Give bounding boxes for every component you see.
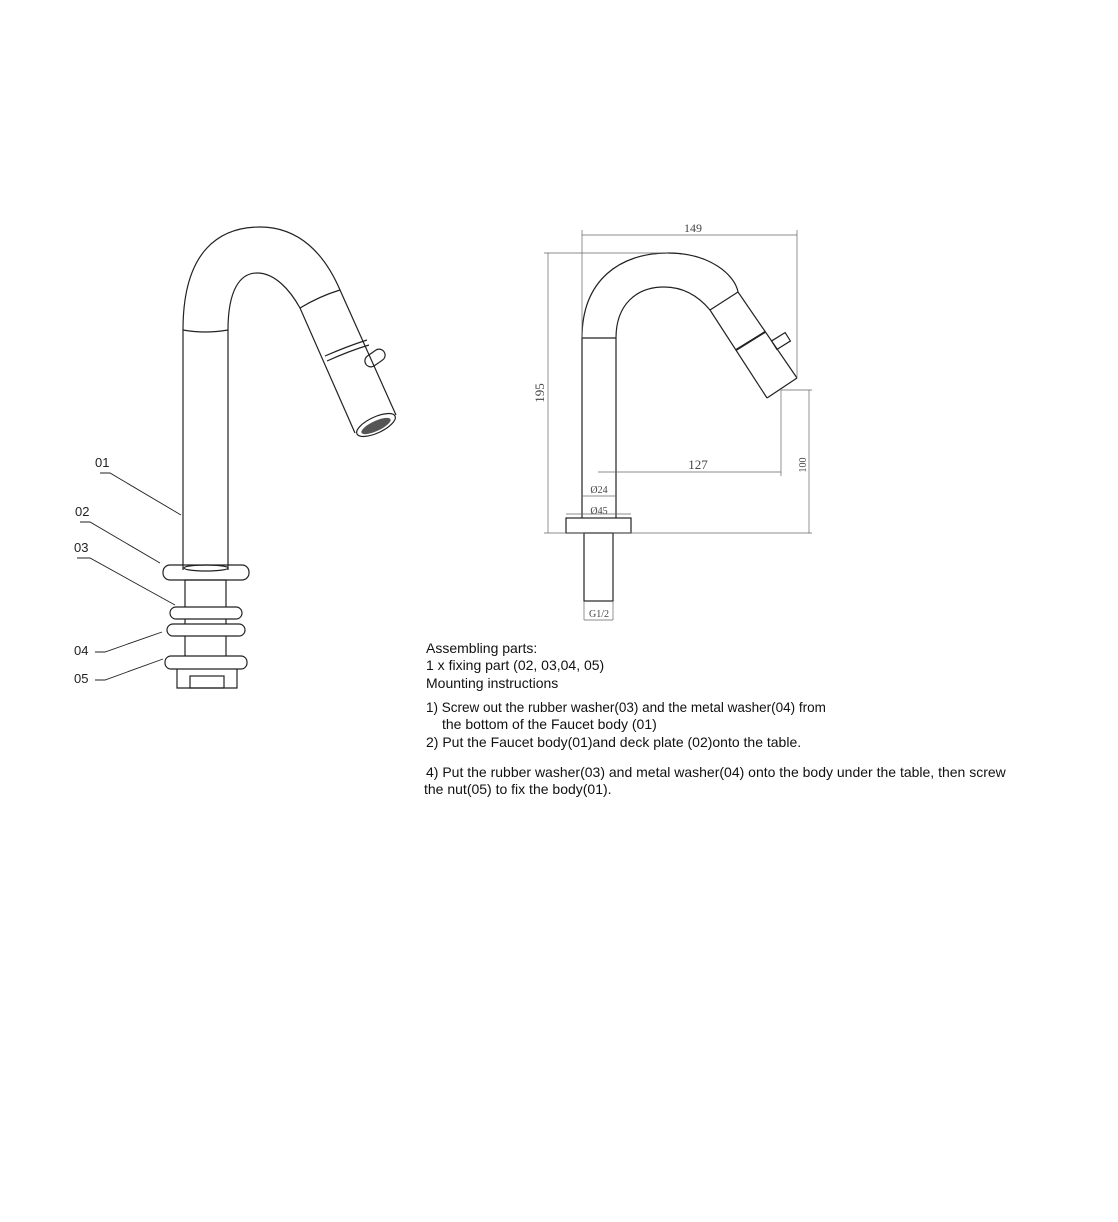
leader-lines [77, 472, 182, 681]
faucet-side-view [565, 252, 798, 602]
dim-height: 195 [532, 383, 547, 403]
step-2: 2) Put the Faucet body(01)and deck plate… [426, 734, 802, 750]
dim-width: 149 [684, 221, 702, 235]
part-label-01: 01 [95, 455, 110, 470]
part-label-05: 05 [74, 671, 89, 686]
dim-plate-diameter: Ø45 [590, 506, 607, 517]
assembling-title: Assembling parts: [426, 640, 538, 656]
step-1-cont: the bottom of the Faucet body (01) [442, 716, 657, 732]
dim-body-diameter: Ø24 [590, 485, 607, 496]
dim-thread: G1/2 [589, 609, 609, 620]
metal-washer-04 [166, 623, 246, 637]
dim-spout-height: 100 [798, 458, 809, 473]
step-4: 4) Put the rubber washer(03) and metal w… [426, 764, 1006, 780]
mounting-title: Mounting instructions [426, 675, 559, 691]
step-4-cont: the nut(05) to fix the body(01). [424, 781, 612, 797]
faucet-body-01 [182, 226, 397, 570]
dimension-lines [544, 230, 812, 621]
part-label-04: 04 [74, 643, 89, 658]
deck-plate-02 [162, 564, 250, 581]
shank [184, 579, 227, 661]
step-1: 1) Screw out the rubber washer(03) and t… [426, 700, 826, 715]
rubber-washer-03 [169, 606, 243, 620]
dim-reach: 127 [688, 457, 708, 472]
part-label-03: 03 [74, 540, 89, 555]
nut-05 [164, 655, 248, 689]
fixing-part: 1 x fixing part (02, 03,04, 05) [426, 657, 605, 673]
part-label-02: 02 [75, 504, 90, 519]
